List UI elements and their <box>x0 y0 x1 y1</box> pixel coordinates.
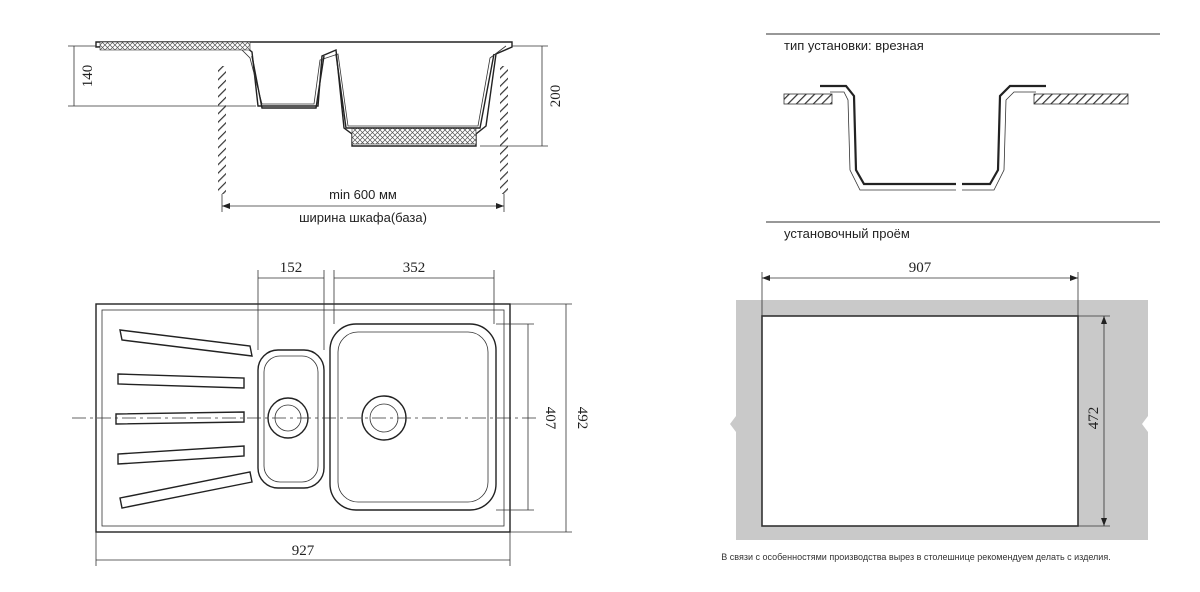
small-bowl <box>257 349 325 489</box>
large-bowl <box>329 323 497 511</box>
countertop-right <box>1033 93 1129 105</box>
sink-cross-section-left <box>820 84 956 186</box>
cutout: установочный проём 907 472 В связи с осо… <box>721 221 1160 562</box>
cutout-opening <box>761 315 1079 527</box>
dim-large-bowl: 352 <box>403 260 426 276</box>
large-bowl-profile <box>335 53 495 129</box>
plan-view: 152 352 407 492 927 <box>72 260 590 566</box>
dim-min-width: min 600 мм <box>329 187 397 202</box>
cabinet-wall-left <box>218 66 226 194</box>
cutout-note: В связи с особенностями производства выр… <box>721 552 1110 562</box>
drainboard-grooves <box>115 329 253 509</box>
small-bowl-profile <box>251 55 325 109</box>
dim-depth-small: 140 <box>80 65 96 88</box>
dim-cutout-height: 472 <box>1086 407 1102 430</box>
dim-small-bowl: 152 <box>280 260 303 276</box>
side-view: 140 200 min 600 мм ширина шкафа(база) <box>68 41 564 225</box>
dim-cabinet-width: ширина шкафа(база) <box>299 210 427 225</box>
dim-total-height: 492 <box>574 407 590 430</box>
install-type-label: тип установки: врезная <box>784 38 924 53</box>
dim-total-width: 927 <box>292 543 315 559</box>
install-type: тип установки: врезная <box>766 33 1160 191</box>
sink-cross-section-right <box>962 84 1046 186</box>
cabinet-wall-right <box>500 66 508 194</box>
dim-depth-large: 200 <box>548 85 564 108</box>
cutout-label: установочный проём <box>784 226 910 241</box>
side-profile-inner <box>101 43 507 127</box>
countertop-left <box>783 93 833 105</box>
dim-cutout-width: 907 <box>909 260 932 276</box>
drainboard-section <box>99 41 251 51</box>
bowl-base-section <box>351 127 477 145</box>
dim-bowl-height: 407 <box>542 407 558 430</box>
